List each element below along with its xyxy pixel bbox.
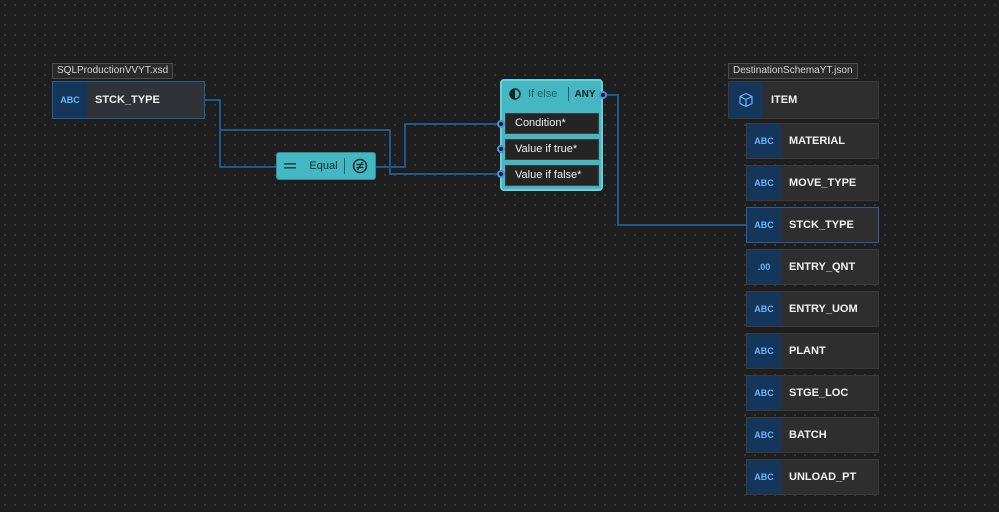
if-else-header: If else ANY xyxy=(502,81,601,107)
dest-field-entry-uom[interactable]: ABC ENTRY_UOM xyxy=(746,291,879,327)
dest-field-label: BATCH xyxy=(789,429,827,441)
dest-root-label: ITEM xyxy=(771,94,798,106)
value-true-port[interactable] xyxy=(497,145,505,153)
dest-field-label: ENTRY_QNT xyxy=(789,261,856,273)
source-field-stck-type[interactable]: ABC STCK_TYPE xyxy=(52,81,205,119)
equal-node-label: Equal xyxy=(309,160,338,172)
equal-node-divider xyxy=(344,158,345,174)
input-value-if-true[interactable]: Value if true* xyxy=(505,139,599,160)
dest-field-move-type[interactable]: ABC MOVE_TYPE xyxy=(746,165,879,201)
source-schema-tag: SQLProductionVVYT.xsd xyxy=(52,63,174,79)
input-condition[interactable]: Condition* xyxy=(505,113,599,134)
dest-field-stge-loc[interactable]: ABC STGE_LOC xyxy=(746,375,879,411)
dest-field-label: STCK_TYPE xyxy=(789,219,854,231)
cube-icon xyxy=(729,82,763,118)
dest-field-batch[interactable]: ABC BATCH xyxy=(746,417,879,453)
if-else-output-type: ANY xyxy=(574,88,596,100)
output-port[interactable] xyxy=(599,91,607,99)
if-else-divider xyxy=(568,87,569,101)
wire-ifelse-to-dest xyxy=(603,94,746,226)
type-badge: .00 xyxy=(747,250,781,284)
wire-source-to-value-true xyxy=(205,99,500,175)
dest-field-label: STGE_LOC xyxy=(789,387,849,399)
type-badge: ABC xyxy=(747,460,781,494)
type-badge: ABC xyxy=(747,124,781,158)
if-else-node[interactable]: If else ANY Condition* Value if true* Va… xyxy=(500,79,603,191)
dest-field-label: MATERIAL xyxy=(789,135,846,147)
contrast-icon xyxy=(502,88,528,100)
type-badge: ABC xyxy=(747,376,781,410)
destination-schema-tag: DestinationSchemaYT.json xyxy=(728,63,858,79)
type-badge: ABC xyxy=(747,208,781,242)
not-equal-circle-icon[interactable] xyxy=(345,158,375,174)
dest-field-label: MOVE_TYPE xyxy=(789,177,857,189)
dest-field-label: UNLOAD_PT xyxy=(789,471,857,483)
wire-equal-to-condition xyxy=(376,123,500,168)
value-false-port[interactable] xyxy=(497,170,505,178)
dest-root-item[interactable]: ITEM xyxy=(728,81,879,119)
equals-icon xyxy=(277,159,303,173)
string-type-badge: ABC xyxy=(53,82,87,118)
type-badge: ABC xyxy=(747,292,781,326)
dest-field-unload-pt[interactable]: ABC UNLOAD_PT xyxy=(746,459,879,495)
wire-source-to-equal xyxy=(205,99,276,168)
dest-field-label: PLANT xyxy=(789,345,826,357)
condition-port[interactable] xyxy=(497,120,505,128)
dest-field-stck-type[interactable]: ABC STCK_TYPE xyxy=(746,207,879,243)
dest-field-entry-qnt[interactable]: .00 ENTRY_QNT xyxy=(746,249,879,285)
if-else-title: If else xyxy=(528,88,558,100)
type-badge: ABC xyxy=(747,166,781,200)
type-badge: ABC xyxy=(747,334,781,368)
source-field-label: STCK_TYPE xyxy=(95,94,160,106)
dest-field-label: ENTRY_UOM xyxy=(789,303,858,315)
dest-field-material[interactable]: ABC MATERIAL xyxy=(746,123,879,159)
equal-node[interactable]: Equal xyxy=(276,152,376,180)
dest-field-plant[interactable]: ABC PLANT xyxy=(746,333,879,369)
type-badge: ABC xyxy=(747,418,781,452)
input-value-if-false[interactable]: Value if false* xyxy=(505,165,599,186)
